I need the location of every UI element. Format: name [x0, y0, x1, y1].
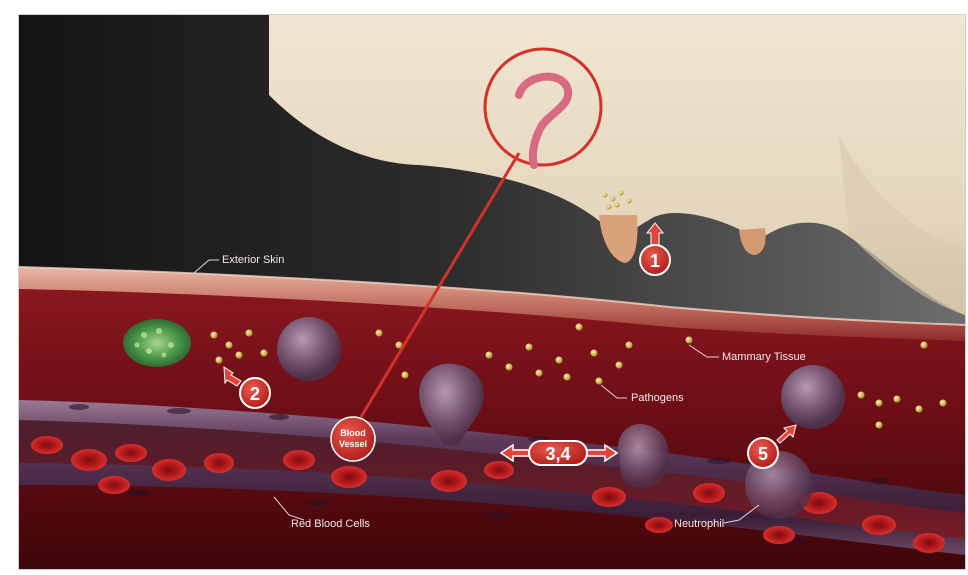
- label-mammary-tissue: Mammary Tissue: [722, 351, 806, 363]
- step-5-number: 5: [758, 444, 768, 464]
- badge-line-1: Blood: [340, 428, 366, 438]
- step-1-number: 1: [650, 251, 660, 271]
- label-neutrophil: Neutrophil: [674, 518, 724, 530]
- blood-vessel-badge: Blood Vessel: [331, 417, 375, 461]
- step-2-number: 2: [250, 384, 260, 404]
- label-red-blood-cells: Red Blood Cells: [291, 518, 370, 530]
- label-pathogens: Pathogens: [631, 392, 684, 404]
- diagram-canvas: Exterior Skin Mammary Tissue Pathogens R…: [19, 15, 965, 569]
- step-34-number: 3,4: [545, 444, 570, 464]
- bacteria-cluster: [123, 319, 191, 367]
- badge-line-2: Vessel: [339, 439, 367, 449]
- label-exterior-skin: Exterior Skin: [222, 254, 284, 266]
- mastitis-diagram: Exterior Skin Mammary Tissue Pathogens R…: [18, 14, 966, 570]
